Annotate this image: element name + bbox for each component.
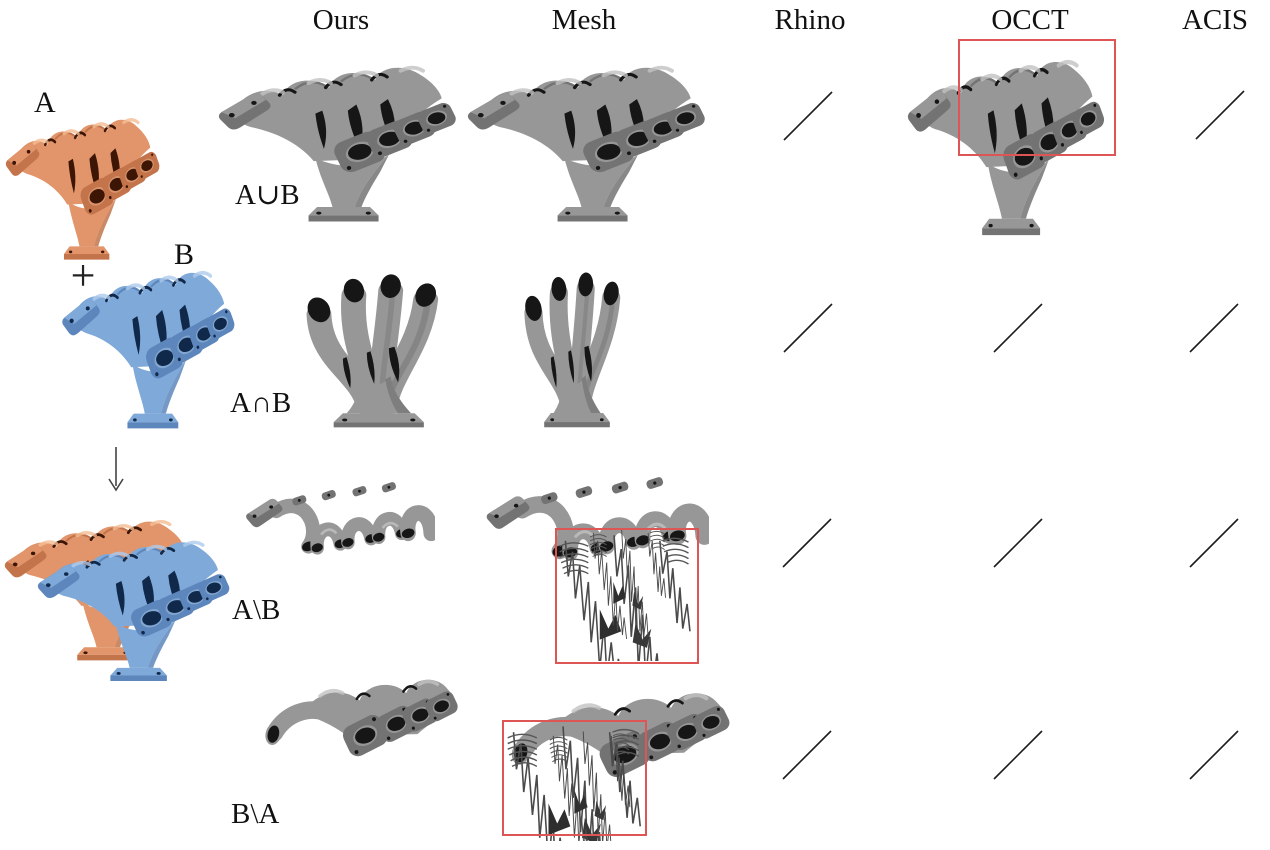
result-mesh-union-model (462, 57, 718, 233)
input-a-model (2, 110, 168, 270)
column-header-occt: OCCT (991, 4, 1069, 36)
input-b-model (58, 262, 244, 440)
column-header-mesh: Mesh (551, 4, 617, 36)
rhino-intersection-failed-slash-icon (783, 303, 833, 353)
mesh-b-minus-a-artifact-box (502, 720, 647, 836)
input-a-label: A (34, 86, 56, 119)
row-label-a-minus-b: A\B (232, 594, 281, 626)
occt-b-minus-a-failed-slash-icon (993, 730, 1043, 780)
acis-b-minus-a-failed-slash-icon (1189, 730, 1239, 780)
occt-intersection-failed-slash-icon (993, 303, 1043, 353)
column-header-ours: Ours (312, 4, 370, 36)
column-header-acis: ACIS (1181, 4, 1249, 36)
acis-union-failed-slash-icon (1195, 90, 1245, 140)
result-mesh-intersection-model (522, 271, 621, 428)
plus-icon: + (70, 251, 96, 300)
mesh-a-minus-b-artifact-box (555, 528, 699, 664)
input-b-label: B (174, 238, 195, 271)
result-ours-b-minus-a-model (255, 652, 467, 762)
result-ours-a-minus-b-model (246, 482, 432, 554)
column-header-rhino: Rhino (774, 4, 846, 36)
occt-union-highlight-box (958, 39, 1116, 156)
down-arrow-icon (108, 447, 124, 492)
rhino-a-minus-b-failed-slash-icon (782, 518, 832, 568)
combined-ab-model (0, 512, 240, 690)
result-ours-intersection-model (304, 273, 439, 428)
acis-a-minus-b-failed-slash-icon (1189, 518, 1239, 568)
rhino-union-failed-slash-icon (783, 91, 833, 141)
rhino-b-minus-a-failed-slash-icon (782, 730, 832, 780)
row-label-b-minus-a: B\A (231, 798, 280, 830)
row-label-intersection: A∩B (230, 387, 292, 419)
occt-a-minus-b-failed-slash-icon (993, 518, 1043, 568)
row-label-union: A∪B (235, 179, 300, 211)
acis-intersection-failed-slash-icon (1189, 303, 1239, 353)
